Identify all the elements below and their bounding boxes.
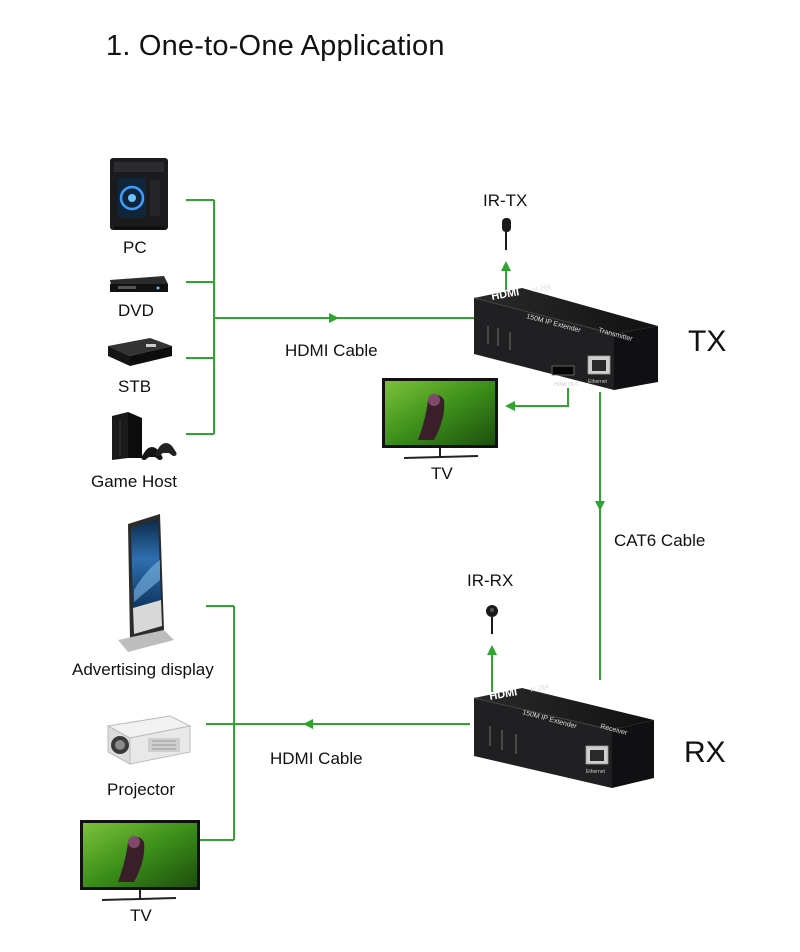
rx-model-text: H.264 — [530, 684, 550, 694]
tx-device: HDMI H.264 150M IP Extender Transmitter … — [473, 284, 658, 390]
game-host-label: Game Host — [91, 472, 177, 491]
output-tv-icon — [80, 820, 200, 901]
ir-rx-sensor-icon — [486, 605, 498, 634]
rx-label: RX — [684, 736, 726, 769]
tx-port-eth-text: Ethernet — [588, 379, 608, 385]
tx-tv-arrow — [505, 388, 569, 411]
hdmi-cable-rx-label: HDMI Cable — [270, 749, 363, 768]
projector-label: Projector — [107, 780, 176, 799]
tx-hdmi-port — [551, 365, 575, 376]
output-tv-label: TV — [130, 906, 152, 925]
ir-rx-label: IR-RX — [467, 571, 514, 590]
rx-brand-text: HDMI — [488, 686, 518, 703]
dvd-icon — [110, 276, 168, 292]
advertising-display-label: Advertising display — [72, 660, 214, 679]
game-host-icon — [112, 412, 177, 460]
cat6-cable-label: CAT6 Cable — [614, 531, 706, 550]
rx-port-eth-text: Ethernet — [586, 769, 606, 775]
stb-label: STB — [118, 377, 152, 396]
hdmi-cable-tx-label: HDMI Cable — [285, 341, 378, 360]
ir-tx-sensor-icon — [502, 218, 511, 250]
advertising-display-icon — [118, 514, 174, 652]
pc-label: PC — [123, 238, 147, 257]
tx-tv-icon — [382, 378, 498, 459]
stb-icon — [108, 338, 172, 366]
tx-tv-label: TV — [431, 464, 453, 483]
tx-brand-text: HDMI — [490, 286, 520, 303]
pc-icon — [110, 158, 168, 230]
ir-tx-label: IR-TX — [483, 191, 528, 210]
tx-label: TX — [688, 325, 727, 358]
projector-icon — [106, 715, 192, 765]
rx-device: HDMI H.264 150M IP Extender Receiver Eth… — [473, 684, 654, 788]
connection-lines — [186, 199, 605, 841]
tx-port-hdmi-text: HDMI OUT — [554, 382, 579, 388]
page-title: 1. One-to-One Application — [106, 30, 445, 62]
dvd-label: DVD — [118, 301, 154, 320]
tx-model-text: H.264 — [532, 284, 552, 294]
